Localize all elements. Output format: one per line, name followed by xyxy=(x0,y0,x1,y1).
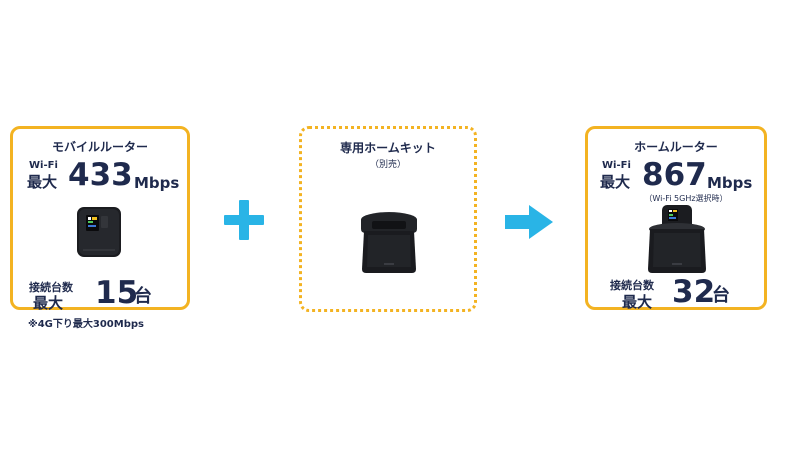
home-router-title: ホームルーター xyxy=(634,140,718,154)
mobile-connection-unit: 台 xyxy=(134,286,152,307)
mobile-router-card: モバイルルーター Wi-Fi 最大 433 Mbps 接続台数 最大 15 台 xyxy=(10,126,190,312)
arrow-right-icon xyxy=(505,205,553,239)
home-connection-value: 32 xyxy=(672,274,716,310)
home-kit-title: 専用ホームキット xyxy=(340,141,436,155)
home-connection-label: 接続台数 xyxy=(610,279,654,292)
mobile-speed-unit: Mbps xyxy=(134,174,180,192)
mobile-wifi-label: Wi-Fi xyxy=(29,160,58,171)
mobile-connection-max-label: 最大 xyxy=(33,294,64,312)
home-speed-max-label: 最大 xyxy=(600,173,631,191)
mobile-router-image xyxy=(77,207,121,257)
mobile-speed-value: 433 xyxy=(68,157,133,193)
home-speed-unit: Mbps xyxy=(707,174,753,192)
home-connection-unit: 台 xyxy=(712,285,730,306)
home-kit-subtitle: （別売） xyxy=(369,160,406,170)
plus-icon xyxy=(224,200,264,240)
mobile-speed-max-label: 最大 xyxy=(27,173,58,191)
mobile-connection-value: 15 xyxy=(95,275,139,311)
home-speed-note: （Wi-Fi 5GHz選択時） xyxy=(644,194,728,203)
home-kit-image xyxy=(361,212,417,273)
mobile-connection-label: 接続台数 xyxy=(29,281,73,294)
home-connection-max-label: 最大 xyxy=(622,293,653,311)
home-router-card: ホームルーター Wi-Fi 最大 867 Mbps （Wi-Fi 5GHz選択時… xyxy=(585,126,767,310)
mobile-router-title: モバイルルーター xyxy=(51,140,148,154)
home-wifi-label: Wi-Fi xyxy=(602,160,631,171)
footnote: ※4G下り最大300Mbps xyxy=(28,319,144,330)
home-router-image xyxy=(648,205,706,273)
home-speed-value: 867 xyxy=(642,157,707,193)
home-kit-card: 専用ホームキット （別売） xyxy=(299,126,477,312)
